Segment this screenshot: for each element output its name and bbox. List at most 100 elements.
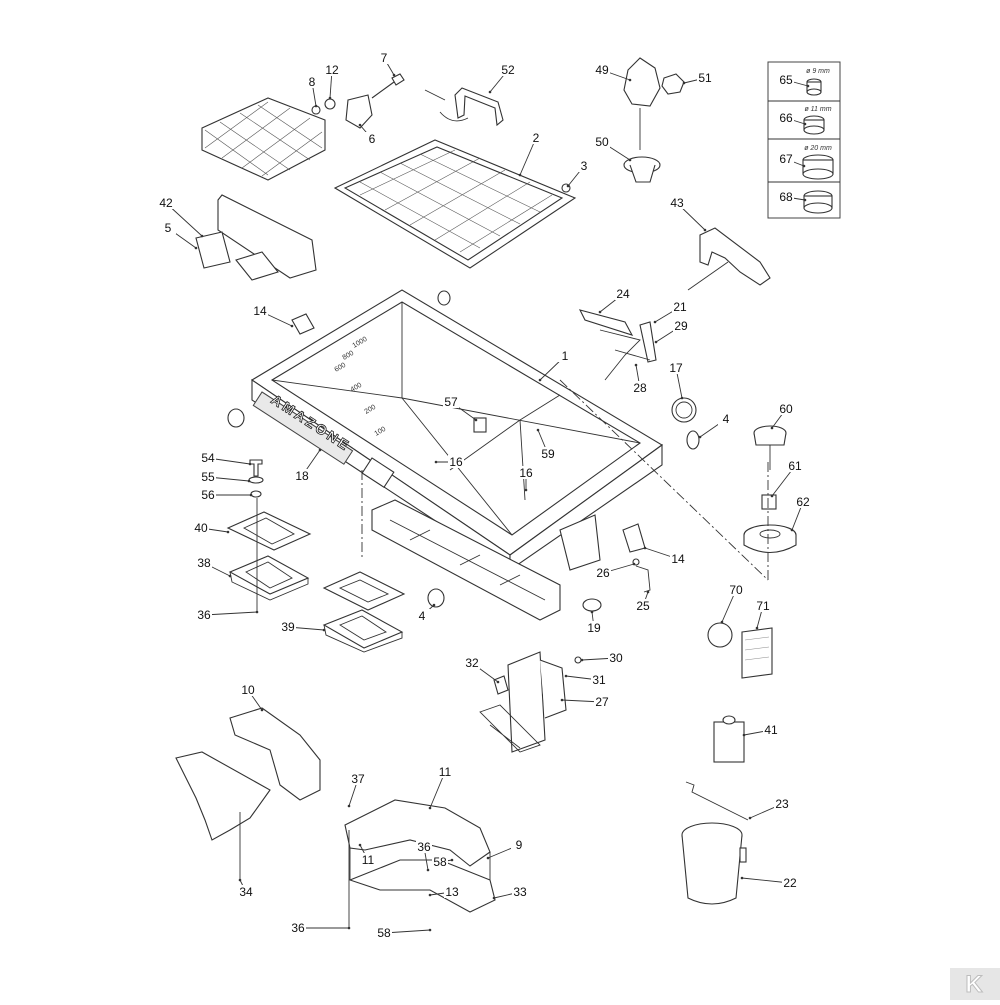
part-label-58[interactable]: 58: [433, 855, 447, 869]
part-label-1[interactable]: 1: [562, 349, 569, 363]
leader-dot-19: [590, 610, 594, 614]
part-label-55[interactable]: 55: [201, 470, 215, 484]
leader-dot-56: [249, 493, 253, 497]
part-label-68[interactable]: 68: [779, 190, 793, 204]
label-bg-14: [670, 552, 686, 565]
part-label-14[interactable]: 14: [253, 304, 267, 318]
part-label-3[interactable]: 3: [581, 159, 588, 173]
part-label-21[interactable]: 21: [673, 300, 687, 314]
part-label-28[interactable]: 28: [633, 381, 647, 395]
part-label-4[interactable]: 4: [419, 609, 426, 623]
label-bg-58: [376, 926, 392, 939]
label-bg-23: [774, 797, 790, 810]
part-label-41[interactable]: 41: [764, 723, 778, 737]
part-label-60[interactable]: 60: [779, 402, 793, 416]
part-label-36[interactable]: 36: [417, 840, 431, 854]
part-label-59[interactable]: 59: [541, 447, 555, 461]
part-label-56[interactable]: 56: [201, 488, 215, 502]
part-label-19[interactable]: 19: [587, 621, 601, 635]
scale-mark-100: 100: [374, 426, 388, 438]
part-label-32[interactable]: 32: [465, 656, 479, 670]
leader-dot-71: [755, 626, 759, 630]
part-label-2[interactable]: 2: [533, 131, 540, 145]
part-label-71[interactable]: 71: [756, 599, 770, 613]
label-bg-18: [294, 469, 310, 482]
part-label-26[interactable]: 26: [596, 566, 610, 580]
bolt-7: [371, 73, 405, 99]
label-bg-31: [591, 673, 607, 686]
part-label-18[interactable]: 18: [295, 469, 309, 483]
part-label-29[interactable]: 29: [674, 319, 688, 333]
label-bg-5: [160, 221, 176, 234]
part-label-10[interactable]: 10: [241, 683, 255, 697]
part-label-66[interactable]: 66: [779, 111, 793, 125]
leader-dot-36: [347, 926, 351, 930]
legend-size-65: ø 9 mm: [806, 68, 830, 75]
part-label-50[interactable]: 50: [595, 135, 609, 149]
label-bg-11: [360, 853, 376, 866]
part-label-36[interactable]: 36: [197, 608, 211, 622]
part-label-8[interactable]: 8: [309, 75, 316, 89]
part-label-49[interactable]: 49: [595, 63, 609, 77]
part-label-38[interactable]: 38: [197, 556, 211, 570]
part-label-51[interactable]: 51: [698, 71, 712, 85]
part-label-52[interactable]: 52: [501, 63, 515, 77]
deflector-9: [344, 799, 496, 913]
part-label-39[interactable]: 39: [281, 620, 295, 634]
part-label-33[interactable]: 33: [513, 885, 527, 899]
part-label-11[interactable]: 11: [362, 853, 375, 867]
nut-51: [661, 73, 685, 95]
label-bg-1: [557, 349, 573, 362]
part-labels: 1234456789101111121314141616171819212223…: [158, 51, 811, 940]
part-label-57[interactable]: 57: [444, 395, 458, 409]
part-label-24[interactable]: 24: [616, 287, 630, 301]
part-label-67[interactable]: 67: [779, 152, 793, 166]
part-label-16[interactable]: 16: [519, 466, 533, 480]
screen-frame-part: [201, 97, 326, 181]
part-label-58[interactable]: 58: [377, 926, 391, 940]
part-label-37[interactable]: 37: [351, 772, 365, 786]
part-label-9[interactable]: 9: [516, 838, 523, 852]
leader-dot-3: [566, 184, 570, 188]
part-label-65[interactable]: 65: [779, 73, 793, 87]
part-label-23[interactable]: 23: [775, 797, 789, 811]
part-label-22[interactable]: 22: [783, 876, 797, 890]
part-label-61[interactable]: 61: [788, 459, 802, 473]
part-label-27[interactable]: 27: [595, 695, 609, 709]
leader-dot-17: [680, 396, 684, 400]
part-label-6[interactable]: 6: [369, 132, 376, 146]
part-label-17[interactable]: 17: [669, 361, 683, 375]
part-label-13[interactable]: 13: [445, 885, 459, 899]
label-bg-49: [594, 63, 610, 76]
part-label-14[interactable]: 14: [671, 552, 685, 566]
part-label-12[interactable]: 12: [325, 63, 339, 77]
part-label-70[interactable]: 70: [729, 583, 743, 597]
leader-dot-66: [803, 122, 807, 126]
part-label-11[interactable]: 11: [439, 765, 452, 779]
part-label-30[interactable]: 30: [609, 651, 623, 665]
leader-dot-10: [260, 708, 264, 712]
label-bg-36: [196, 608, 212, 621]
part-label-5[interactable]: 5: [165, 221, 172, 235]
part-label-4[interactable]: 4: [723, 412, 730, 426]
part-label-7[interactable]: 7: [381, 51, 388, 65]
part-label-40[interactable]: 40: [194, 521, 208, 535]
leader-dot-14: [643, 546, 647, 550]
legend-size-66: ø 11 mm: [804, 106, 831, 113]
label-bg-26: [595, 566, 611, 579]
leader-dot-23: [748, 816, 752, 820]
part-label-42[interactable]: 42: [159, 196, 173, 210]
part-label-31[interactable]: 31: [592, 673, 606, 687]
hopper-1: [250, 289, 663, 572]
label-bg-43: [669, 196, 685, 209]
label-bg-24: [615, 287, 631, 300]
part-label-43[interactable]: 43: [670, 196, 684, 210]
label-bg-16: [448, 455, 464, 468]
part-label-34[interactable]: 34: [239, 885, 253, 899]
part-label-16[interactable]: 16: [449, 455, 463, 469]
part-label-54[interactable]: 54: [201, 451, 215, 465]
part-label-25[interactable]: 25: [636, 599, 650, 613]
part-label-36[interactable]: 36: [291, 921, 305, 935]
part-label-62[interactable]: 62: [796, 495, 810, 509]
shaft-24: [578, 309, 634, 336]
